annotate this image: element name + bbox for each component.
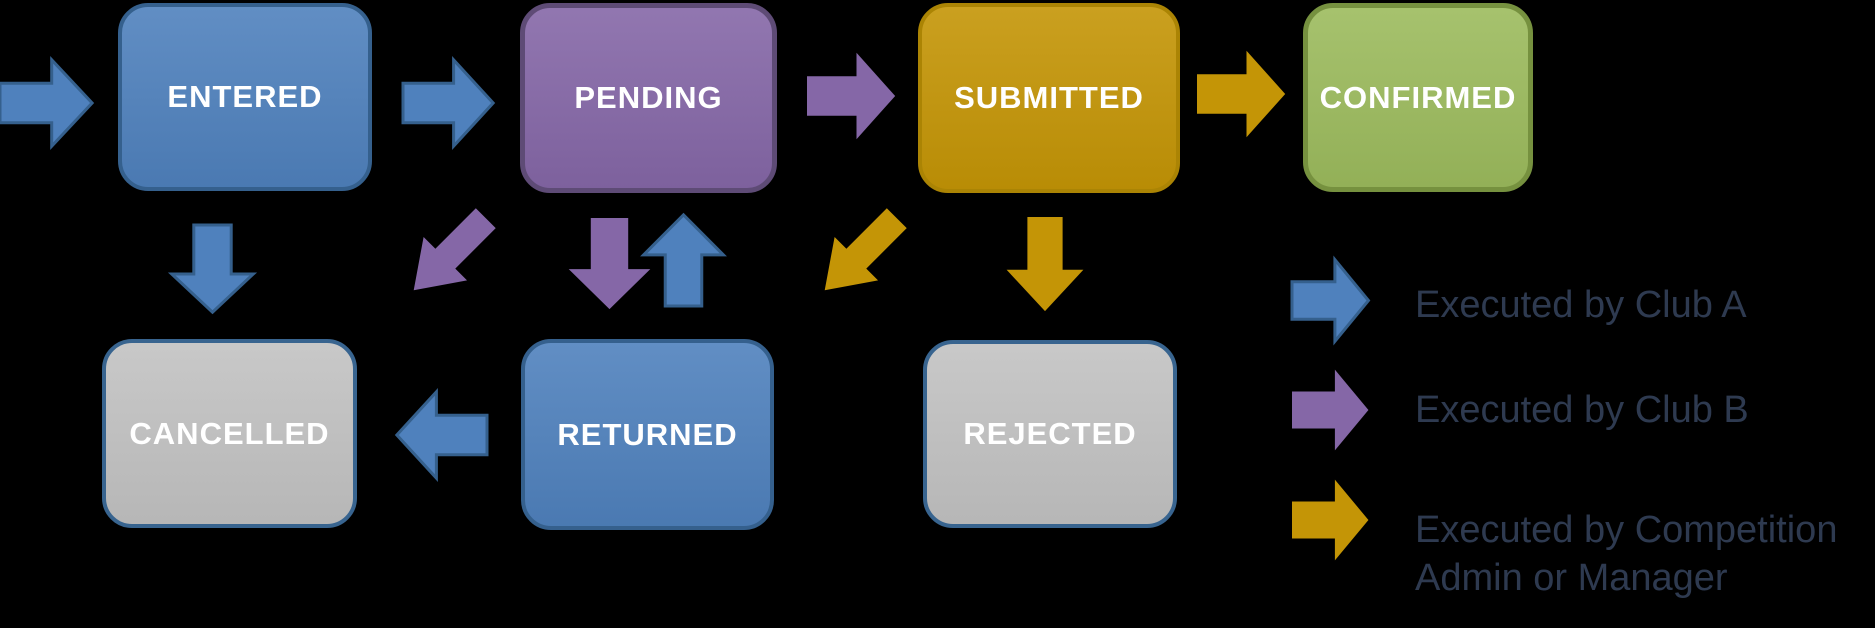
state-box-entered: ENTERED [118, 3, 372, 191]
state-label-cancelled: CANCELLED [129, 415, 330, 451]
arrow-submitted-to-returned-icon [824, 208, 907, 291]
legend-club-a-arrow-icon [1292, 258, 1370, 343]
state-box-pending: PENDING [520, 3, 777, 193]
legend-club-b-arrow-icon [1292, 369, 1369, 451]
legend-club-a-label: Executed by Club A [1415, 284, 1747, 326]
state-label-entered: ENTERED [167, 79, 323, 114]
legend-admin-arrow-icon [1292, 479, 1369, 561]
state-box-submitted: SUBMITTED [918, 3, 1180, 193]
state-label-submitted: SUBMITTED [954, 80, 1144, 115]
arrow-pending-to-submitted-icon [807, 52, 896, 140]
state-label-confirmed: CONFIRMED [1319, 79, 1517, 115]
state-box-confirmed: CONFIRMED [1303, 3, 1533, 192]
arrow-returned-to-cancelled-icon [395, 390, 487, 480]
arrow-submitted-to-confirmed-icon [1197, 50, 1286, 138]
arrow-returned-to-pending-icon [642, 213, 725, 306]
arrow-pending-to-cancelled-icon [413, 208, 496, 291]
arrow-pending-to-returned-icon [568, 218, 651, 310]
state-label-returned: RETURNED [557, 416, 738, 452]
state-label-pending: PENDING [574, 80, 723, 115]
arrow-entered-to-cancelled-icon [170, 225, 255, 314]
arrow-start-to-entered-icon [0, 58, 94, 148]
arrow-entered-to-pending-icon [403, 58, 495, 148]
legend-admin-label: Executed by Competition Admin or Manager [1415, 509, 1838, 599]
arrow-submitted-to-rejected-icon [1006, 217, 1084, 312]
legend-club-b-label: Executed by Club B [1415, 389, 1749, 431]
state-box-rejected: REJECTED [923, 340, 1177, 528]
state-label-rejected: REJECTED [963, 416, 1137, 451]
state-box-cancelled: CANCELLED [102, 339, 357, 528]
state-box-returned: RETURNED [521, 339, 774, 530]
